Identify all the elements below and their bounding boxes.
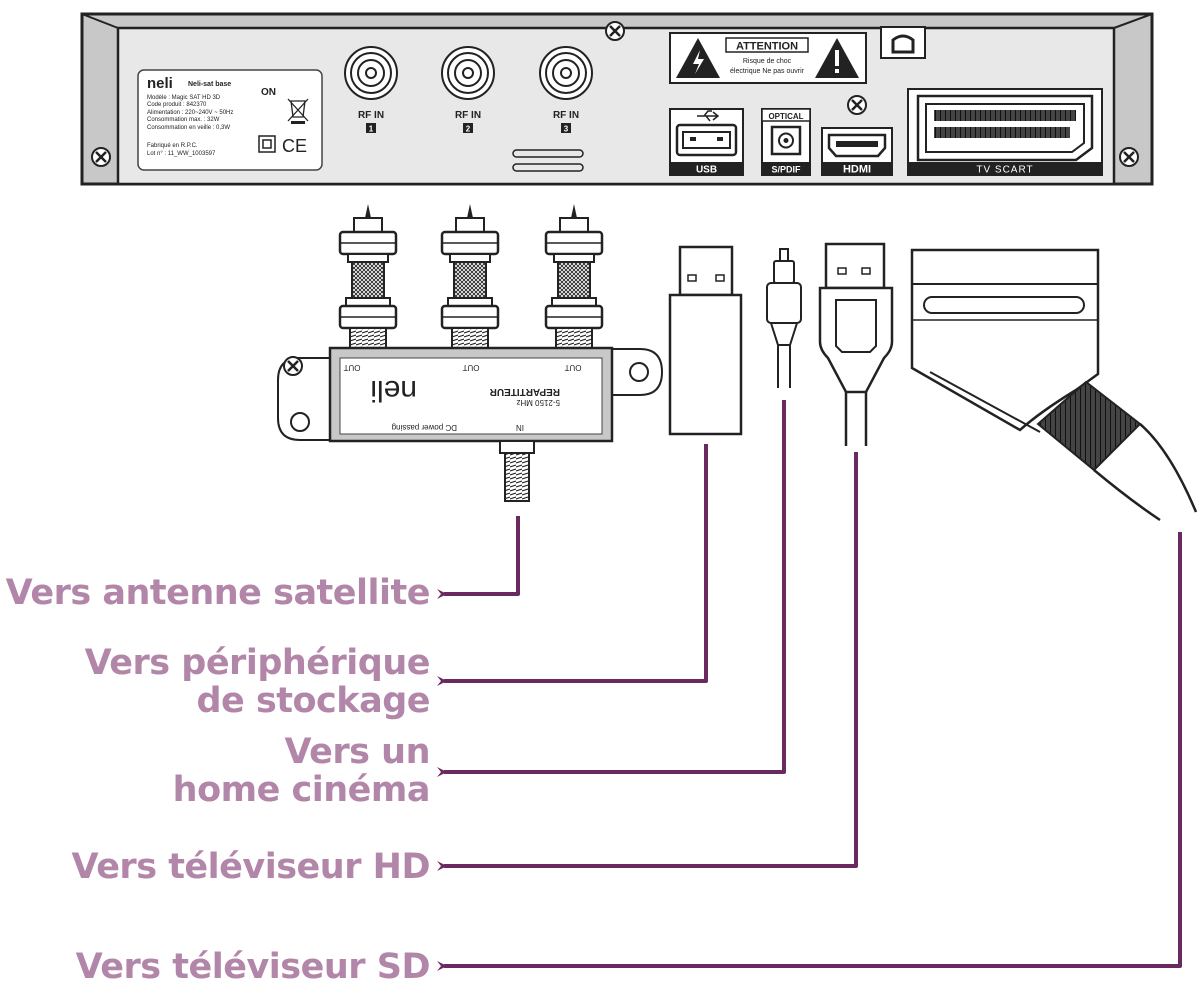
- rf-in-label: RF IN: [358, 110, 384, 121]
- arrow-tv-sd: [437, 532, 1182, 971]
- label-spec-line: Consommation en veille : 0,3W: [147, 125, 230, 131]
- f-connector-icon: [338, 202, 398, 360]
- screw-icon: [282, 355, 304, 377]
- scart-port: TV SCART: [907, 88, 1103, 176]
- optical-top-label: OPTICAL: [768, 112, 803, 121]
- label-lot: Lot n° : 11_WW_1003597: [147, 151, 216, 157]
- eject-icon: [880, 26, 926, 59]
- rf-in-1: RF IN 1: [344, 46, 398, 134]
- coax-port-icon: [539, 46, 593, 100]
- double-insulation-icon: [258, 135, 276, 153]
- label-spec-line: Alimentation : 220~240V ~ 50Hz: [147, 110, 233, 116]
- satellite-splitter: OUT OUT OUT neli REPARTITEUR 5-2150 MHz …: [277, 346, 664, 502]
- destination-tv-hd-label: Vers téléviseur HD: [71, 847, 431, 887]
- screw-icon: [90, 146, 112, 168]
- screw-icon: [604, 20, 626, 42]
- usb-stick: [668, 245, 743, 436]
- hdmi-port-label: HDMI: [843, 164, 871, 176]
- product-label: neli Neli-sat base ON Modèle : Magic SAT…: [137, 69, 323, 171]
- label-on: ON: [261, 87, 276, 98]
- coax-port-icon: [344, 46, 398, 100]
- destination-tv-sd-label: Vers téléviseur SD: [75, 947, 431, 987]
- warning-line: Risque de choc: [743, 58, 792, 65]
- label-brand: neli: [147, 75, 173, 92]
- scart-plug: [910, 248, 1198, 522]
- f-connectors: [338, 202, 604, 360]
- receiver-rear-panel: neli Neli-sat base ON Modèle : Magic SAT…: [80, 12, 1154, 186]
- rf-in-label: RF IN: [553, 110, 579, 121]
- splitter-out-label: OUT: [564, 363, 581, 372]
- screw-icon: [1118, 146, 1140, 168]
- connection-lines: [437, 400, 1182, 971]
- rf-in-number: 3: [564, 125, 569, 134]
- destination-home-cinema-label: Vers un home cinéma: [172, 732, 431, 810]
- label-spec-line: Consommation max. : 32W: [147, 117, 220, 123]
- high-voltage-icon: [676, 38, 720, 78]
- arrow-tv-hd: [437, 452, 858, 871]
- arrow-satellite: [437, 516, 520, 599]
- scart-port-label: TV SCART: [976, 165, 1033, 176]
- ce-mark: CE: [282, 136, 307, 156]
- optical-plug: [766, 248, 802, 388]
- optical-port: OPTICAL S/PDIF: [761, 108, 811, 176]
- exclamation-icon: [815, 38, 859, 78]
- spdif-label: S/PDIF: [771, 165, 801, 175]
- splitter-out-label: OUT: [462, 363, 479, 372]
- f-connector-icon: [544, 202, 604, 360]
- splitter-frequency: 5-2150 MHz: [516, 398, 560, 407]
- label-made-in: Fabriqué en R.P.C.: [147, 143, 198, 149]
- destination-storage-label: Vers périphérique de stockage: [84, 643, 431, 721]
- arrow-storage: [437, 444, 708, 686]
- usb-port: USB: [669, 108, 744, 176]
- rf-in-number: 2: [466, 125, 471, 134]
- usb-port-label: USB: [696, 165, 717, 176]
- vent-slots: [512, 149, 584, 172]
- destination-satellite-label: Vers antenne satellite: [5, 573, 431, 613]
- label-spec-line: Modèle : Magic SAT HD 3D: [147, 95, 221, 101]
- rf-in-2: RF IN 2: [441, 46, 495, 134]
- usb-icon: [697, 110, 720, 122]
- hdmi-plug: [818, 242, 894, 446]
- rf-in-number: 1: [369, 125, 374, 134]
- warning-block: ATTENTION Risque de choc électrique Ne p…: [669, 32, 867, 84]
- label-spec-line: Code produit : 842370: [147, 102, 207, 108]
- f-connector-icon: [440, 202, 500, 360]
- label-model-name: Neli-sat base: [188, 81, 231, 88]
- splitter-in-label: IN: [516, 423, 524, 432]
- warning-line: électrique Ne pas ouvrir: [730, 68, 805, 75]
- splitter-dc-label: DC power passing: [392, 423, 457, 432]
- splitter-name: REPARTITEUR: [489, 386, 560, 397]
- warning-title: ATTENTION: [736, 41, 798, 53]
- arrow-home-cinema: [437, 400, 786, 777]
- coax-port-icon: [441, 46, 495, 100]
- rf-in-3: RF IN 3: [539, 46, 593, 134]
- splitter-brand: neli: [370, 374, 417, 407]
- screw-icon: [846, 94, 868, 116]
- weee-bin-icon: [287, 98, 309, 124]
- hdmi-port: HDMI: [821, 94, 893, 176]
- splitter-out-label: OUT: [343, 363, 360, 372]
- rf-in-label: RF IN: [455, 110, 481, 121]
